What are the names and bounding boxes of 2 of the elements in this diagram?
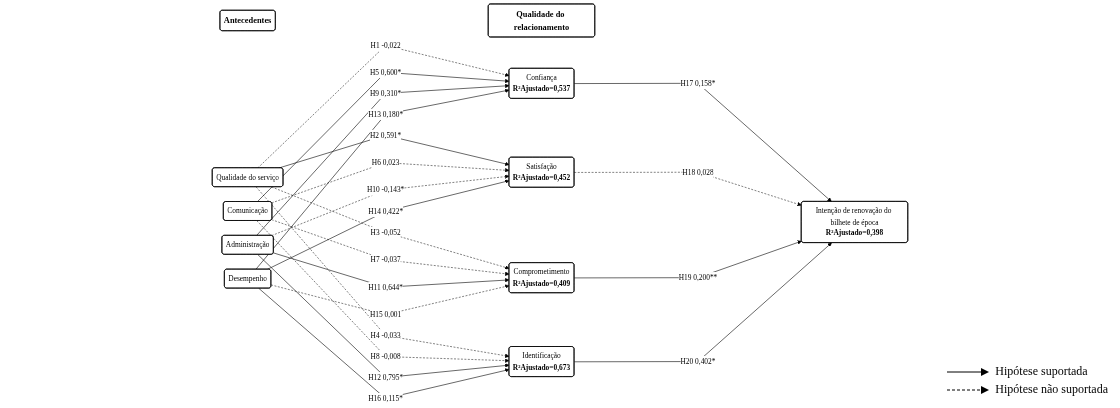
- legend-text: Hipótese suportada: [995, 364, 1088, 379]
- legend-text: Hipótese não suportada: [995, 382, 1108, 397]
